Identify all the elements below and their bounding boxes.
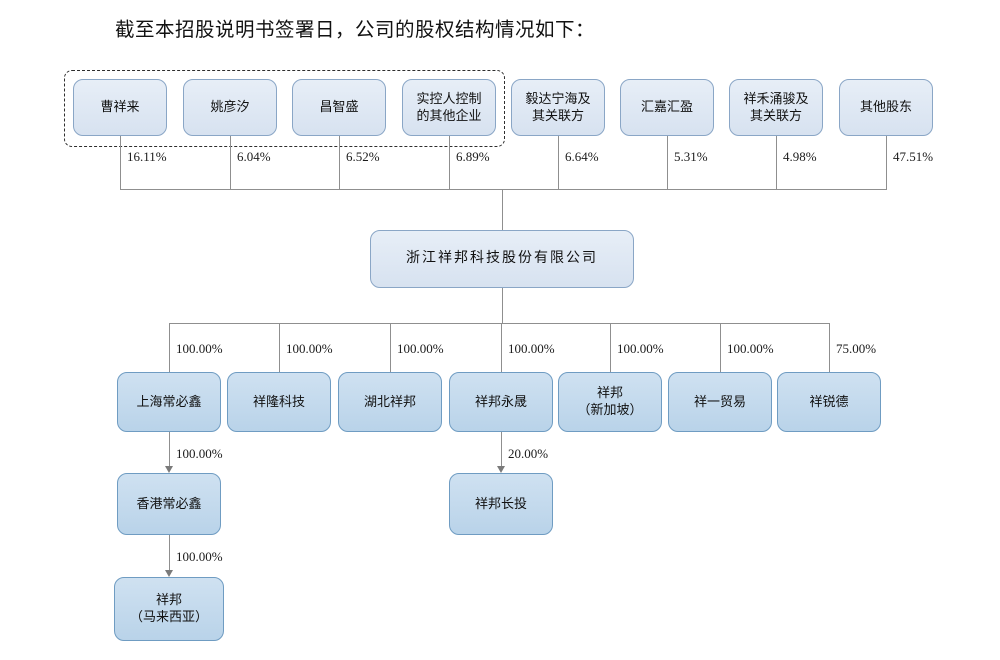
subsidiary-box-xiangbang-yongsheng: 祥邦永晟 [449,372,553,432]
shareholder-box-yida-ninghai: 毅达宁海及 其关联方 [511,79,605,136]
subsidiary-box-shanghai-changbixin: 上海常必鑫 [117,372,221,432]
company-name: 浙江祥邦科技股份有限公司 [406,250,598,266]
shareholder-box-huijia-huiying: 汇嘉汇盈 [620,79,714,136]
ownership-pct: 100.00% [508,341,555,356]
shareholder-box-caoxianglai: 曹祥来 [73,79,167,136]
entity-box-hongkong-changbixin: 香港常必鑫 [117,473,221,535]
shareholder-box-yaoyanxi: 姚彦汐 [183,79,277,136]
subsidiary-box-xiangruide: 祥锐德 [777,372,881,432]
entity-box-xiangbang-malaysia: 祥邦 （马来西亚） [114,577,224,641]
connector-line [169,432,170,467]
ownership-pct: 16.11% [127,149,167,164]
connector-line [667,136,668,189]
shareholder-label: 曹祥来 [100,99,140,115]
connector-line [720,323,721,372]
shareholder-box-xianghe-yongjun: 祥禾涌骏及 其关联方 [729,79,823,136]
subsidiary-label: 祥锐德 [809,393,849,409]
connector-bus-subsidiaries [169,323,829,324]
connector-line [558,136,559,189]
subsidiary-box-xiangbang-singapore: 祥邦 （新加坡） [558,372,662,432]
page-title: 截至本招股说明书签署日，公司的股权结构情况如下： [115,20,596,41]
shareholder-label: 毅达宁海及 其关联方 [525,90,591,123]
entity-box-xiangbang-changtou: 祥邦长投 [449,473,553,535]
shareholder-label: 祥禾涌骏及 其关联方 [743,90,809,123]
connector-line [390,323,391,372]
shareholder-box-changzhisheng: 昌智盛 [292,79,386,136]
connector-line [169,535,170,571]
controller-group-dashed-rect [64,70,505,147]
connector-line [339,136,340,189]
arrow-down-icon [165,570,173,577]
ownership-pct: 20.00% [508,446,549,461]
ownership-pct: 75.00% [836,341,877,356]
shareholder-label: 实控人控制 的其他企业 [416,90,482,123]
ownership-pct: 100.00% [727,341,774,356]
ownership-pct: 6.04% [237,149,271,164]
company-box: 浙江祥邦科技股份有限公司 [370,230,634,288]
arrow-down-icon [497,466,505,473]
connector-line [610,323,611,372]
subsidiary-label: 祥隆科技 [252,393,305,409]
ownership-pct: 100.00% [176,341,223,356]
ownership-pct: 100.00% [176,446,223,461]
subsidiary-label: 祥邦永晟 [474,393,527,409]
shareholder-label: 姚彦汐 [210,99,250,115]
subsidiary-box-xiangyi-maoyi: 祥一贸易 [668,372,772,432]
shareholder-box-other-shareholders: 其他股东 [839,79,933,136]
connector-line [501,432,502,467]
ownership-pct: 100.00% [397,341,444,356]
connector-line [502,189,503,230]
connector-line [230,136,231,189]
connector-line [169,323,170,372]
ownership-pct: 47.51% [893,149,934,164]
shareholder-label: 汇嘉汇盈 [640,99,693,115]
shareholder-label: 昌智盛 [319,99,359,115]
ownership-pct: 5.31% [674,149,708,164]
ownership-pct: 4.98% [783,149,817,164]
connector-line [449,136,450,189]
connector-line [279,323,280,372]
connector-line [829,323,830,372]
ownership-pct: 100.00% [176,549,223,564]
shareholder-box-controller-other-companies: 实控人控制 的其他企业 [402,79,496,136]
connector-line [502,288,503,323]
connector-line [886,136,887,189]
subsidiary-label: 祥邦 （新加坡） [577,385,643,417]
connector-bus-shareholders [120,189,887,190]
subsidiary-box-xianglong-keji: 祥隆科技 [227,372,331,432]
shareholder-label: 其他股东 [859,99,912,115]
ownership-pct: 6.64% [565,149,599,164]
subsidiary-label: 祥一贸易 [693,393,746,409]
subsidiary-label: 上海常必鑫 [136,393,202,409]
connector-line [120,136,121,189]
ownership-pct: 6.52% [346,149,380,164]
arrow-down-icon [165,466,173,473]
ownership-pct: 100.00% [617,341,664,356]
entity-label: 祥邦 （马来西亚） [129,592,208,624]
entity-label: 祥邦长投 [474,495,527,511]
ownership-pct: 6.89% [456,149,490,164]
ownership-pct: 100.00% [286,341,333,356]
connector-line [501,323,502,372]
subsidiary-box-hubei-xiangbang: 湖北祥邦 [338,372,442,432]
connector-line [776,136,777,189]
entity-label: 香港常必鑫 [136,495,202,511]
subsidiary-label: 湖北祥邦 [363,393,416,409]
